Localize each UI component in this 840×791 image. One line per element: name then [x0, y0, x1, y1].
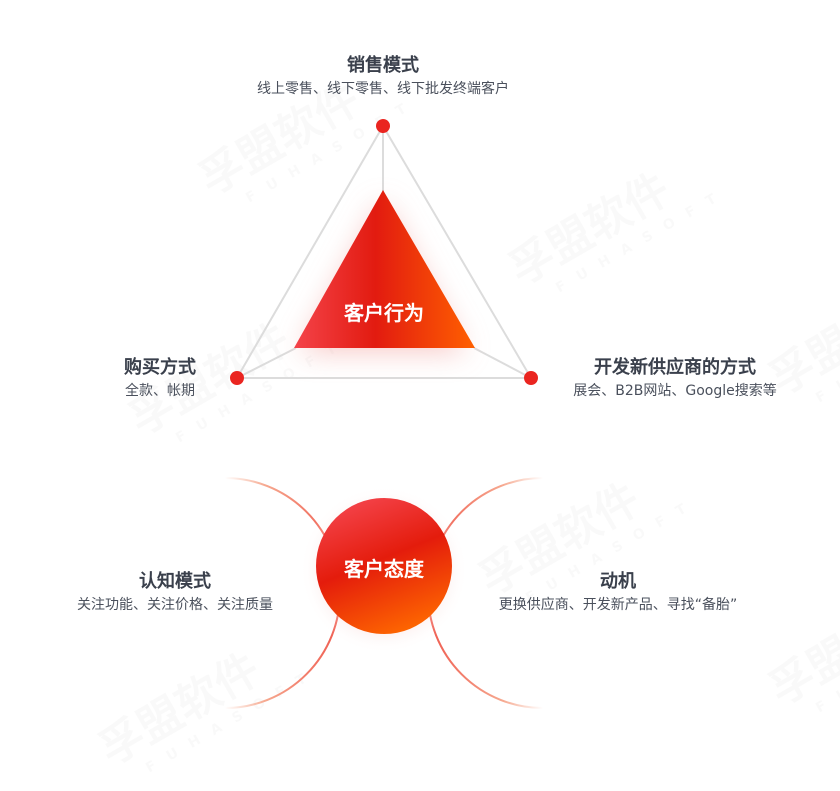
- outer-triangle: [235, 124, 533, 379]
- node-subtitle: 更换供应商、开发新产品、寻找“备胎”: [498, 597, 738, 613]
- node-supplier-discovery: 开发新供应商的方式 展会、B2B网站、Google搜索等: [550, 356, 800, 402]
- node-subtitle: 展会、B2B网站、Google搜索等: [573, 383, 777, 399]
- node-title: 开发新供应商的方式: [594, 357, 756, 378]
- node-title: 动机: [600, 571, 636, 592]
- node-motivation: 动机 更换供应商、开发新产品、寻找“备胎”: [458, 570, 778, 616]
- attitude-circle: [316, 498, 452, 634]
- node-title: 认知模式: [139, 571, 211, 592]
- node-sales-mode: 销售模式 线上零售、线下零售、线下批发终端客户: [203, 54, 563, 100]
- behavior-triangle: [294, 190, 475, 348]
- node-cognition-mode: 认知模式 关注功能、关注价格、关注质量: [40, 570, 310, 616]
- node-purchase-method: 购买方式 全款、帐期: [100, 356, 220, 402]
- attitude-center-label: 客户态度: [344, 557, 424, 581]
- diagram-canvas: [224, 119, 544, 709]
- behavior-center-label: 客户行为: [344, 301, 424, 325]
- node-dot-top: [376, 119, 390, 133]
- node-dot-right: [524, 371, 538, 385]
- node-subtitle: 全款、帐期: [125, 383, 195, 399]
- node-subtitle: 关注功能、关注价格、关注质量: [77, 597, 273, 613]
- node-title: 购买方式: [124, 357, 196, 378]
- node-dot-left: [230, 371, 244, 385]
- node-title: 销售模式: [347, 55, 419, 76]
- node-subtitle: 线上零售、线下零售、线下批发终端客户: [257, 81, 509, 97]
